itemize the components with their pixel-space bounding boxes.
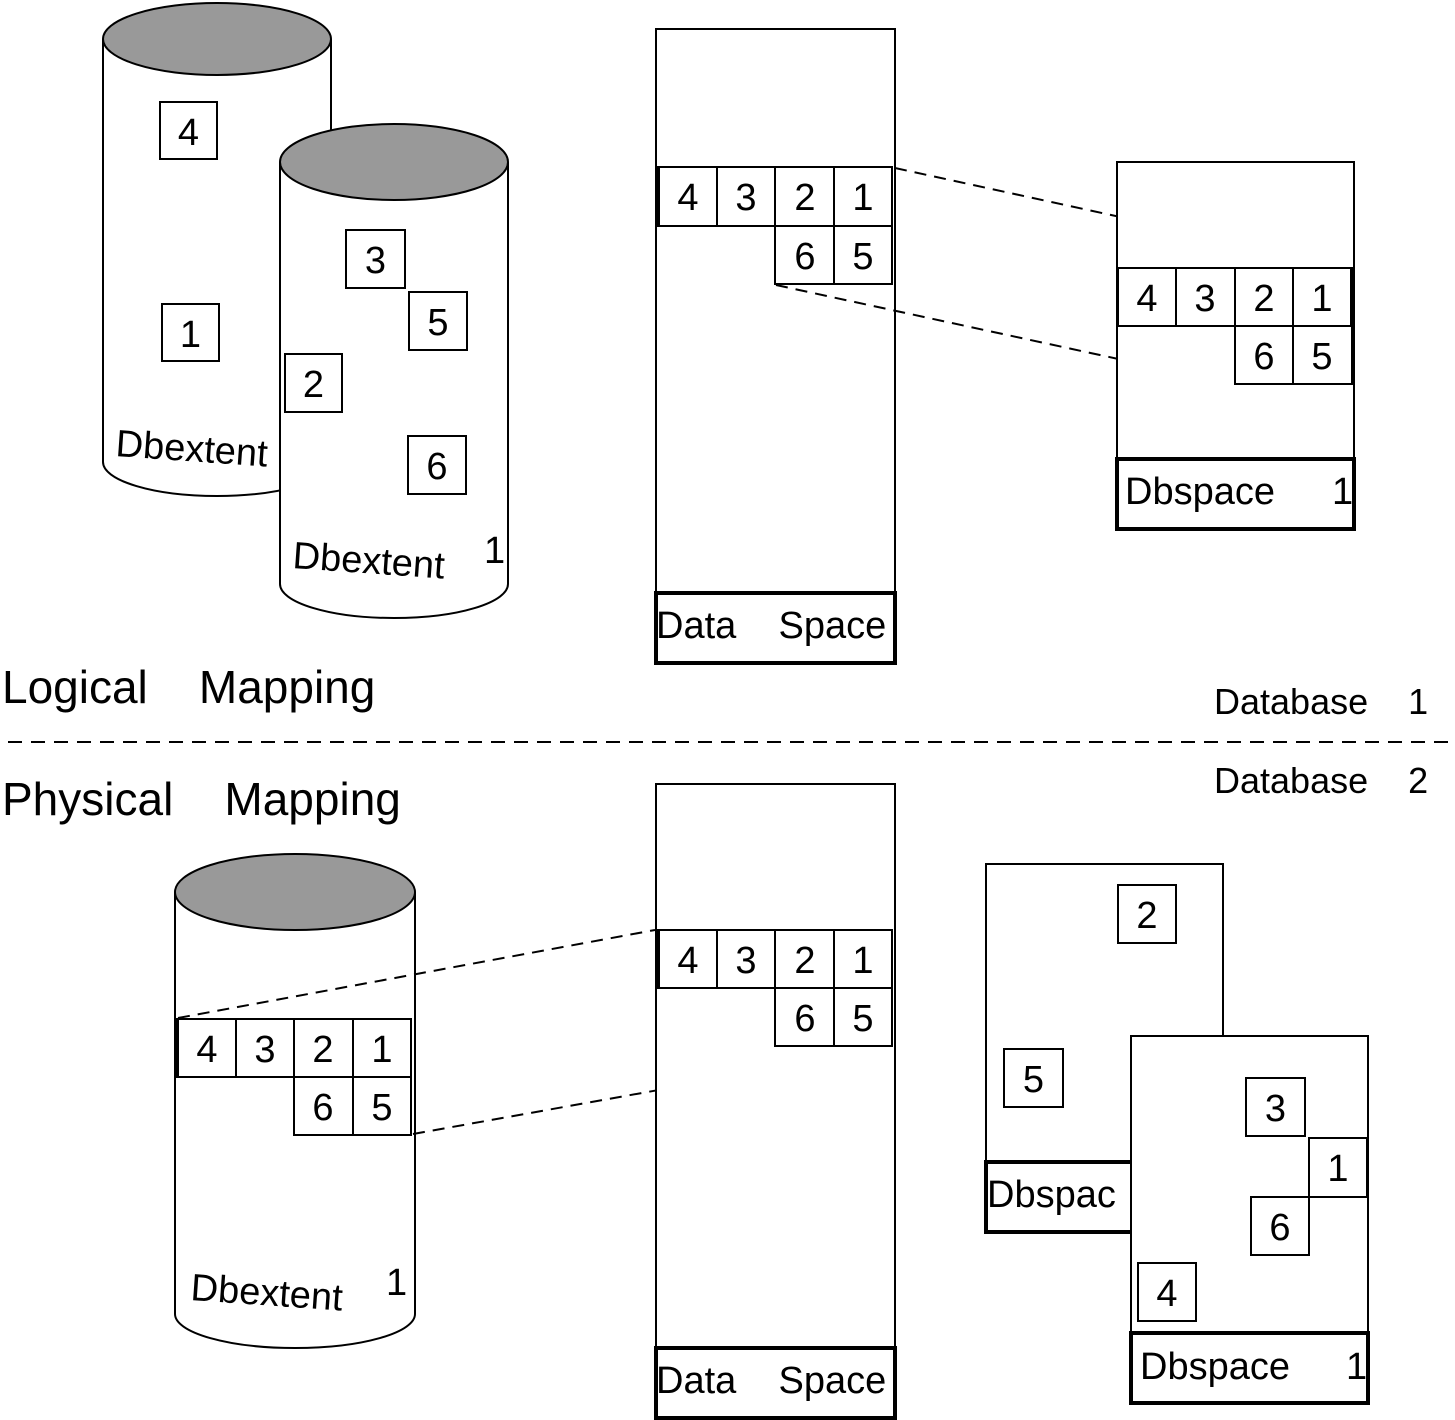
block-box: [159, 101, 218, 160]
block-label: 5: [852, 236, 873, 278]
block-label: 6: [1269, 1207, 1290, 1249]
block-label: 3: [365, 240, 386, 282]
block-label: 6: [426, 446, 447, 488]
physical-dbspace-front: Dbspace 1 3 1 6 4: [1129, 1035, 1370, 1405]
block-label: 2: [794, 177, 815, 219]
dbextent-number: 1: [484, 530, 505, 572]
block-label: 2: [312, 1029, 333, 1071]
block-label: 4: [1156, 1273, 1177, 1315]
block-label: 3: [254, 1029, 275, 1071]
block-label: 4: [677, 177, 698, 219]
database-1-label: Database 1: [1214, 681, 1428, 722]
block-label: 2: [303, 364, 324, 406]
logical-dbspace: Dbspace 1 4 3 2 1 6 5: [1115, 161, 1356, 531]
cylinder-top: [102, 2, 332, 76]
block-box: [284, 353, 343, 413]
dbspace-label-box: [1129, 1331, 1370, 1405]
dbspace-label: Dbspace: [1125, 471, 1275, 513]
block-label: 1: [1327, 1148, 1348, 1190]
block-label: 6: [794, 236, 815, 278]
data-space-label-box: [654, 1346, 897, 1420]
dbextent-number: 1: [386, 1262, 407, 1304]
block-box: [345, 229, 406, 289]
data-space-label-box: [654, 591, 897, 665]
block-box: [1117, 884, 1177, 944]
block-label: 5: [1023, 1059, 1044, 1101]
block-label: 3: [735, 177, 756, 219]
database-2-label: Database 2: [1214, 760, 1428, 801]
block-label: 1: [1311, 278, 1332, 320]
dbspace-label: Dbspac: [987, 1174, 1116, 1216]
logical-dbextent-cylinder-a: 4 1 Dbextent: [102, 2, 332, 497]
dbspace-label-box: [1115, 457, 1356, 531]
logical-dbextent-cylinder-b: 3 5 2 6 Dbextent 1: [279, 123, 509, 619]
block-label: 5: [852, 998, 873, 1040]
block-label: 4: [196, 1029, 217, 1071]
block-label: 6: [312, 1087, 333, 1129]
cylinder-top: [174, 853, 416, 931]
block-box: [1308, 1137, 1368, 1198]
block-label: 1: [180, 314, 201, 356]
physical-data-space: Data Space 4 3 2 1 6 5: [654, 783, 897, 1420]
dbspace-number: 1: [1346, 1346, 1367, 1388]
dbspace-block-grid: 4 3 2 1 6 5: [1117, 267, 1354, 385]
block-box: [1003, 1048, 1064, 1108]
block-box: [1245, 1077, 1306, 1137]
logical-mapping-heading: Logical Mapping: [2, 661, 375, 713]
extent-block-grid: 4 3 2 1 6 5: [175, 1018, 412, 1136]
block-label: 2: [794, 940, 815, 982]
block-box: [1250, 1196, 1310, 1256]
block-label: 2: [1136, 895, 1157, 937]
block-box: [408, 291, 468, 351]
logical-data-space: Data Space 4 3 2 1 6 5: [654, 28, 897, 665]
block-label: 5: [371, 1087, 392, 1129]
cylinder-top: [279, 123, 509, 201]
block-label: 3: [1194, 278, 1215, 320]
block-label: 1: [852, 177, 873, 219]
dbspace-number: 1: [1332, 471, 1353, 513]
block-label: 2: [1253, 278, 1274, 320]
data-space-label: Data Space: [656, 605, 886, 647]
mapping-connector-dashed: [177, 929, 656, 1019]
physical-dbextent-cylinder: 4 3 2 1 6 5 Dbextent 1: [174, 853, 416, 1349]
block-label: 1: [371, 1029, 392, 1071]
physical-mapping-heading: Physical Mapping: [2, 773, 401, 825]
block-box: [1137, 1262, 1197, 1322]
data-space-block-grid: 4 3 2 1 6 5: [656, 166, 893, 285]
block-label: 1: [852, 940, 873, 982]
data-space-label: Data Space: [656, 1360, 886, 1402]
block-label: 5: [1311, 336, 1332, 378]
block-label: 6: [794, 998, 815, 1040]
data-space-block-grid: 4 3 2 1 6 5: [656, 929, 893, 1047]
block-box: [407, 435, 467, 495]
block-label: 4: [1136, 278, 1157, 320]
block-label: 4: [677, 940, 698, 982]
block-label: 6: [1253, 336, 1274, 378]
block-label: 4: [178, 112, 199, 154]
block-box: [161, 303, 220, 362]
block-label: 3: [735, 940, 756, 982]
block-label: 5: [427, 302, 448, 344]
block-label: 3: [1265, 1088, 1286, 1130]
dbspace-label: Dbspace: [1140, 1346, 1290, 1388]
